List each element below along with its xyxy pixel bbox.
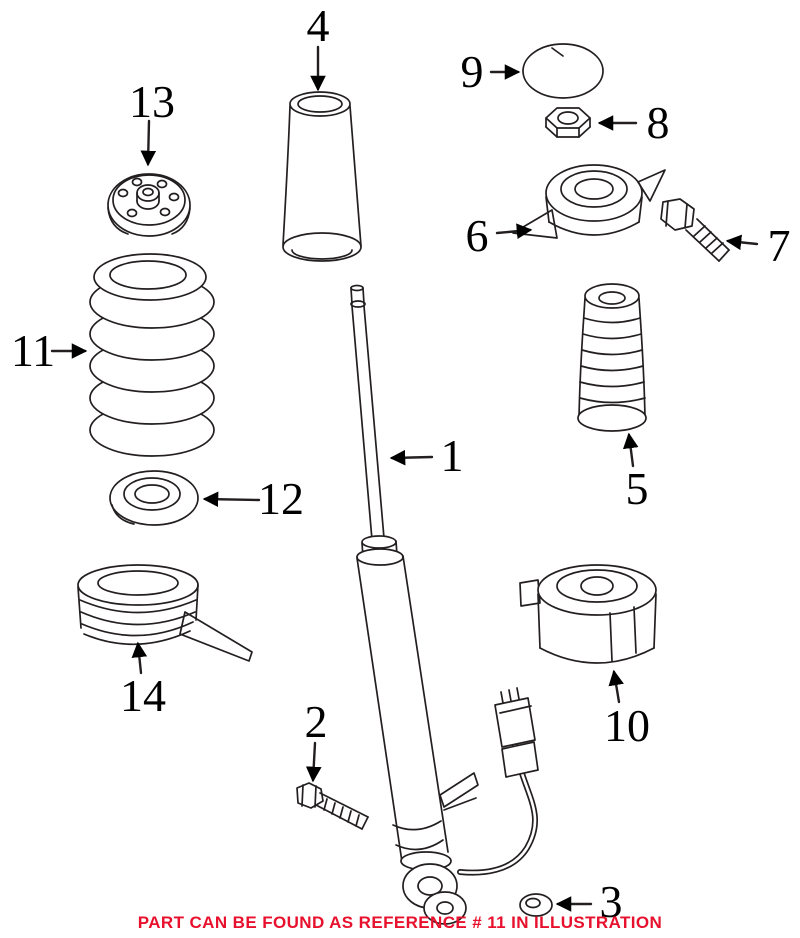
callout-10: 10 (604, 700, 650, 751)
arrow-to-part-13 (140, 119, 157, 167)
part-10-protective-cap (519, 564, 657, 664)
part-9-cap (522, 43, 604, 99)
callout-14: 14 (120, 670, 166, 721)
arrow-to-part-5 (622, 432, 639, 468)
part-14-lower-spring-shield (77, 564, 253, 662)
part-8-nut (545, 107, 591, 138)
sensor-connector-and-cable (457, 687, 539, 876)
arrow-to-part-2 (305, 741, 322, 783)
footer-note: PART CAN BE FOUND AS REFERENCE # 11 IN I… (137, 913, 663, 932)
part-5-bump-stop (577, 283, 647, 432)
arrow-to-part-6 (495, 223, 533, 239)
part-2-bolt (296, 782, 369, 830)
callout-9: 9 (460, 46, 484, 97)
arrow-to-part-1 (389, 449, 434, 466)
part-3-washer (519, 893, 553, 917)
callout-7: 7 (767, 220, 791, 271)
part-6-strut-mount (512, 164, 666, 239)
arrow-to-part-7 (725, 234, 759, 251)
callout-arrows (50, 45, 759, 912)
callout-3: 3 (599, 876, 623, 927)
arrow-to-part-12 (202, 491, 261, 508)
callout-6: 6 (465, 210, 489, 261)
callout-12: 12 (258, 473, 304, 524)
callout-13: 13 (129, 76, 175, 127)
part-12-spring-seat (109, 470, 199, 526)
part-13-upper-mount-plate (107, 173, 191, 237)
callout-8: 8 (646, 97, 670, 148)
part-11-coil-spring (89, 253, 215, 457)
callout-4: 4 (306, 0, 330, 51)
part-1-shock-absorber (350, 284, 479, 925)
part-4-dust-boot (282, 91, 362, 262)
part-7-bolt (660, 198, 730, 262)
arrow-to-part-10 (608, 669, 624, 704)
callout-5: 5 (625, 463, 649, 514)
callout-2: 2 (304, 696, 328, 747)
callout-11: 11 (10, 325, 56, 376)
arrow-to-part-14 (131, 641, 148, 675)
callout-1: 1 (440, 430, 464, 481)
